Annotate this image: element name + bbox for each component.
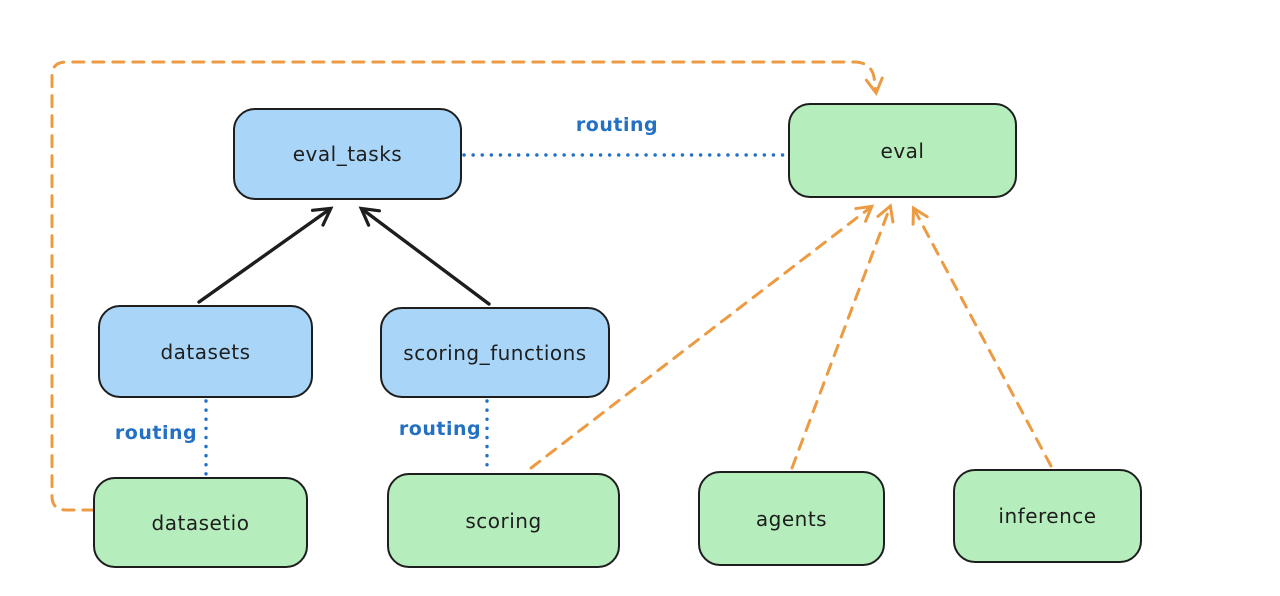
edge-scoring-to-eval	[529, 204, 875, 470]
node-eval-label: eval	[880, 138, 925, 163]
edge-label-routing-eval_tasks-eval: routing	[575, 114, 659, 136]
node-datasetio-label: datasetio	[151, 510, 250, 535]
node-scoring-label: scoring	[465, 508, 542, 533]
node-agents: agents	[698, 471, 885, 566]
node-inference: inference	[953, 469, 1142, 563]
node-scoring: scoring	[387, 473, 620, 568]
node-eval: eval	[788, 103, 1017, 198]
node-eval_tasks-label: eval_tasks	[292, 142, 403, 166]
node-eval_tasks: eval_tasks	[233, 108, 462, 200]
node-inference-label: inference	[998, 504, 1097, 528]
node-scoring_functions: scoring_functions	[380, 307, 610, 398]
edge-agents-to-eval	[790, 203, 895, 470]
node-agents-label: agents	[755, 506, 828, 531]
edge-datasetio-to-eval	[50, 60, 884, 512]
edge-label-routing-scoring_functions-scoring: routing	[398, 418, 482, 440]
node-datasetio: datasetio	[93, 477, 308, 568]
node-scoring_functions-label: scoring_functions	[403, 340, 587, 365]
edge-scoring_functions-to-eval_tasks	[358, 206, 491, 306]
node-datasets: datasets	[98, 305, 313, 398]
edge-label-routing-datasets-datasetio: routing	[114, 422, 198, 444]
edge-datasets-to-eval_tasks	[197, 206, 334, 304]
edge-inference-to-eval	[911, 205, 1053, 468]
node-datasets-label: datasets	[160, 339, 251, 364]
